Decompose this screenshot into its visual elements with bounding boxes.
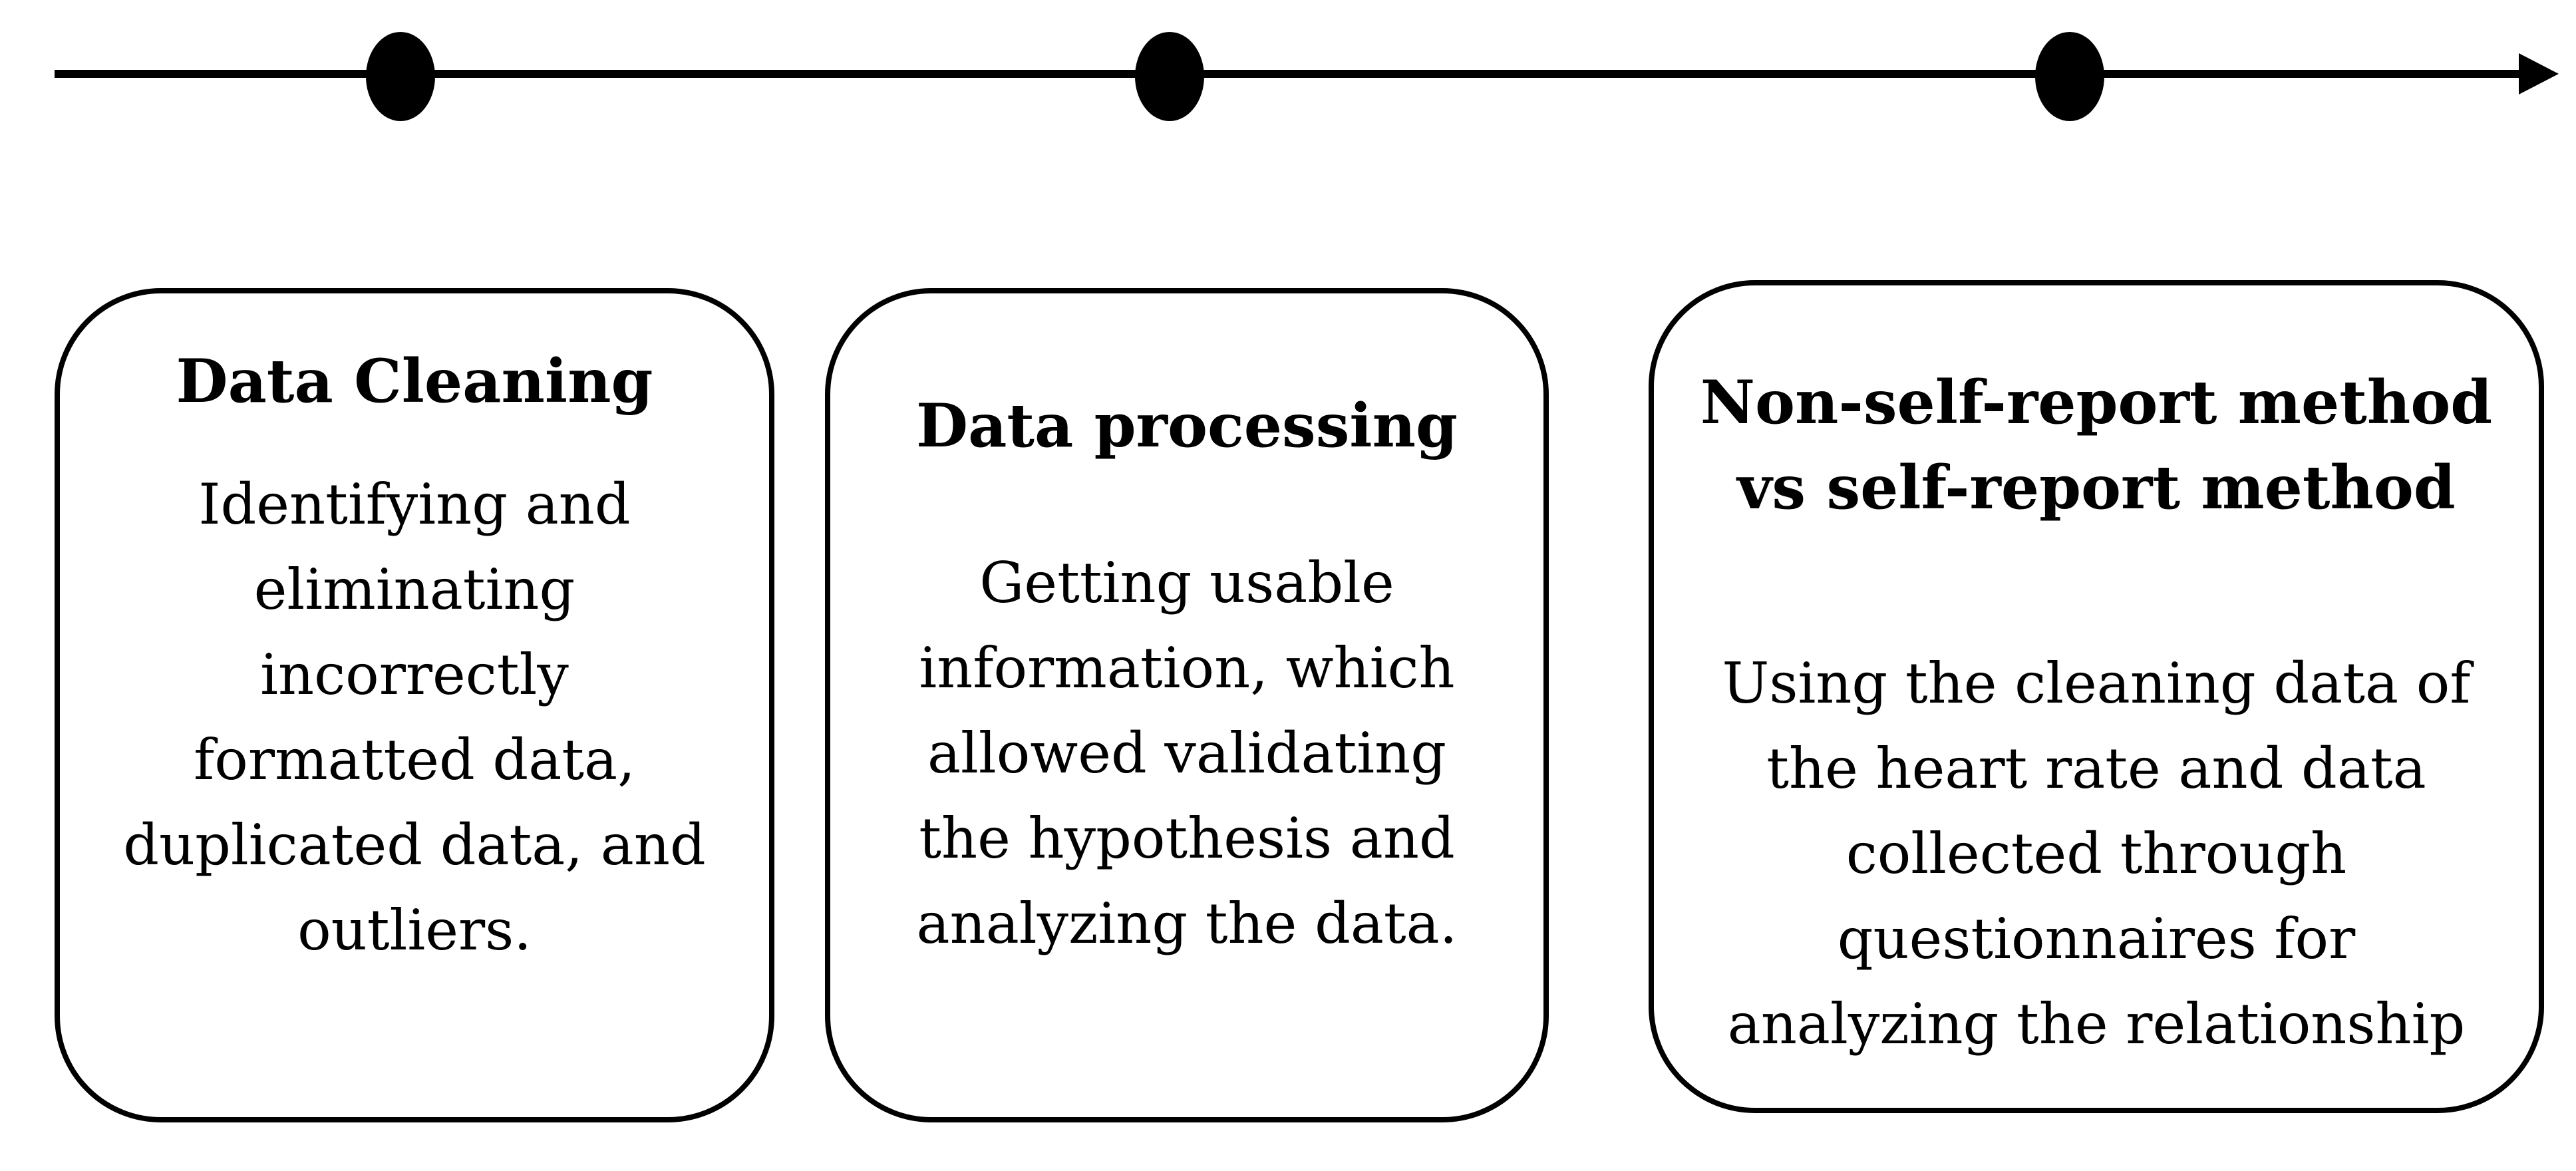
- stage-title: Data processing: [857, 383, 1517, 468]
- stage-description: Using the cleaning data of the heart rat…: [1681, 641, 2512, 1067]
- body-line: eliminating: [253, 557, 575, 622]
- stage-title: Data Cleaning: [86, 339, 742, 424]
- timeline-dot-2: [1135, 32, 1204, 121]
- body-line: allowed validating: [927, 721, 1447, 786]
- body-line: the hypothesis and: [919, 806, 1455, 871]
- body-line: duplicated data, and: [123, 812, 706, 878]
- stage-description: Getting usable information, which allowe…: [857, 540, 1517, 966]
- body-line: Getting usable: [979, 550, 1394, 615]
- body-line: Using the cleaning data of: [1722, 651, 2471, 716]
- timeline-line: [55, 70, 2521, 78]
- body-line: formatted data,: [194, 727, 635, 792]
- arrowhead-icon: [2519, 53, 2559, 94]
- timeline-dot-3: [2035, 32, 2104, 121]
- timeline-dot-1: [366, 32, 435, 121]
- stage-card-data-processing: Data processing Getting usable informati…: [825, 288, 1549, 1122]
- title-line: Data processing: [916, 391, 1458, 461]
- body-line: Identifying and: [198, 472, 631, 537]
- body-line: incorrectly: [260, 642, 569, 707]
- stage-title: Non-self-report method vs self-report me…: [1681, 360, 2512, 530]
- title-line: Data Cleaning: [176, 346, 653, 417]
- body-line: the heart rate and data: [1766, 736, 2426, 801]
- body-line: analyzing the relationship: [1727, 991, 2466, 1057]
- stage-card-data-cleaning: Data Cleaning Identifying and eliminatin…: [55, 288, 774, 1122]
- body-line: questionnaires for: [1837, 906, 2356, 971]
- body-line: outliers.: [297, 898, 532, 963]
- stage-description: Identifying and eliminating incorrectly …: [86, 462, 742, 973]
- body-line: information, which: [919, 635, 1455, 701]
- stage-card-method-comparison: Non-self-report method vs self-report me…: [1649, 280, 2544, 1113]
- title-line: vs self-report method: [1737, 452, 2456, 523]
- body-line: analyzing the data.: [916, 891, 1458, 956]
- body-line: collected through: [1846, 821, 2347, 886]
- title-line: Non-self-report method: [1700, 367, 2493, 438]
